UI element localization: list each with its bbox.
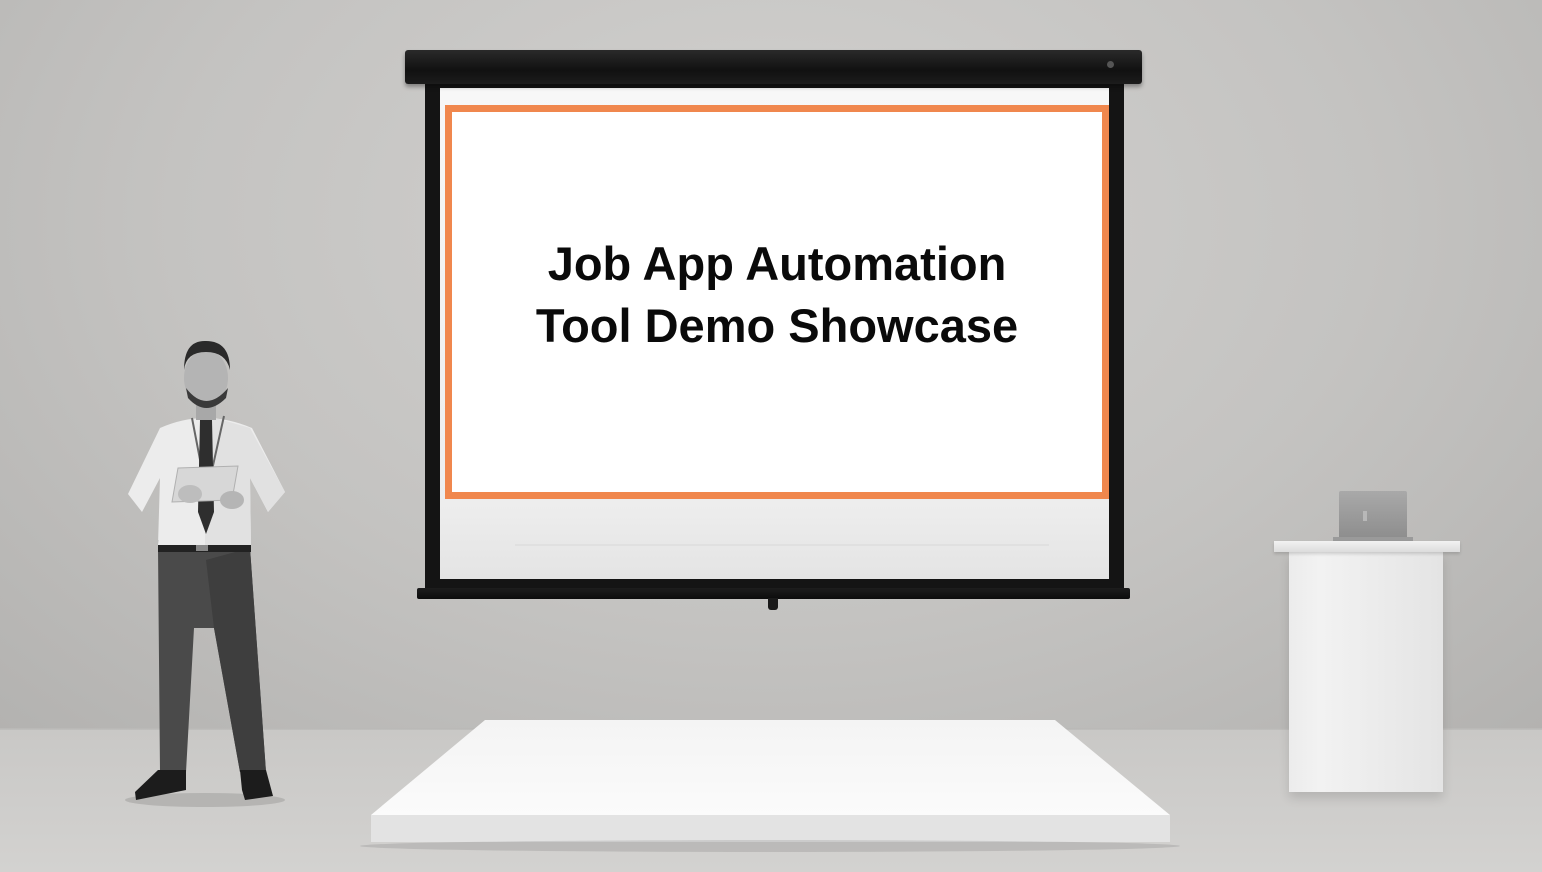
- screen-pull-handle: [768, 598, 778, 610]
- stage-front-edge: [371, 815, 1170, 842]
- projector-screen-housing: [405, 50, 1142, 84]
- stage-shadow: [360, 840, 1180, 852]
- projector-screen-bottom-bar: [417, 588, 1130, 599]
- screen-lower-strip: [515, 544, 1049, 546]
- slide-title: Job App Automation Tool Demo Showcase: [536, 233, 1018, 357]
- podium-top: [1274, 541, 1460, 552]
- presenter-figure: [125, 340, 285, 807]
- podium-laptop-base: [1333, 537, 1413, 542]
- stage-top-surface: [371, 720, 1170, 815]
- podium-body: [1289, 552, 1443, 792]
- podium-laptop: [1339, 491, 1407, 539]
- slide-title-line-1: Job App Automation: [547, 237, 1007, 290]
- slide-title-line-2: Tool Demo Showcase: [535, 299, 1019, 352]
- presentation-slide: Job App Automation Tool Demo Showcase: [445, 105, 1109, 499]
